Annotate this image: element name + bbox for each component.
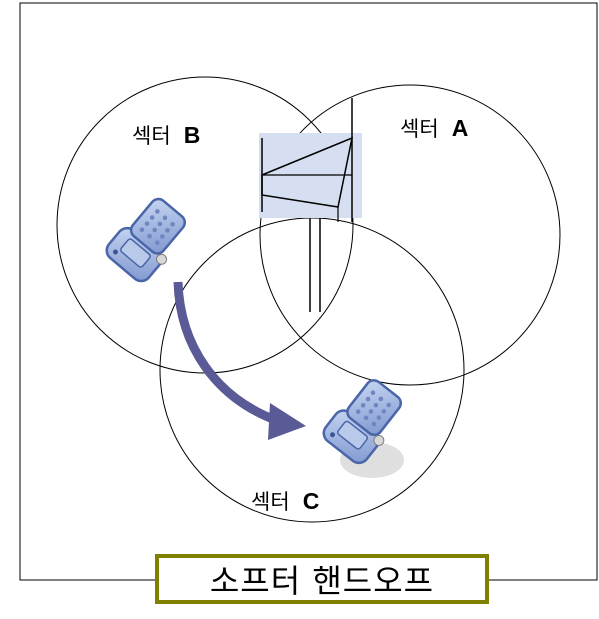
sector-a-label: 섹터 A: [400, 115, 468, 141]
sector-b-letter: B: [184, 122, 201, 148]
sector-b-prefix: 섹터: [132, 124, 171, 148]
title-box: 소프터 핸드오프: [155, 554, 489, 604]
sector-a-coverage-circle: [259, 84, 561, 386]
sector-c-letter: C: [303, 488, 320, 514]
outer-frame: [19, 2, 598, 581]
handoff-arrow: [173, 281, 306, 440]
mobile-phone-end-icon: [322, 379, 404, 478]
sector-a-prefix: 섹터: [400, 117, 439, 141]
sector-a-letter: A: [452, 115, 469, 141]
sector-c-label: 섹터 C: [251, 488, 319, 514]
sector-b-coverage-circle: [56, 76, 354, 374]
sector-c-prefix: 섹터: [251, 490, 290, 514]
diagram-title: 소프터 핸드오프: [209, 562, 435, 600]
antenna-tower-icon: [259, 98, 362, 312]
sector-b-label: 섹터 B: [132, 122, 200, 148]
mobile-phone-start-icon: [105, 197, 187, 283]
